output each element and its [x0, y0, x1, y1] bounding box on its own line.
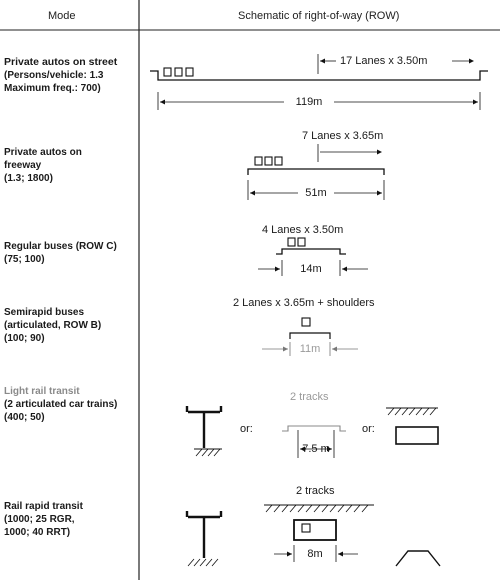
mode-detail: (100; 90): [4, 333, 45, 344]
row4-schematic: [262, 317, 358, 356]
row1-street-section: [150, 70, 488, 81]
mode-detail: (400; 50): [4, 412, 45, 423]
row1-arrowhead: [469, 58, 474, 64]
row6-cut-section: [395, 550, 441, 567]
row1-arrowhead: [160, 99, 165, 105]
row5-schematic: [185, 406, 439, 458]
row3-width-label: 14m: [300, 263, 322, 275]
row6-schematic: [185, 504, 441, 567]
row1-vehicle: [174, 67, 183, 77]
row6-tracks-label: 2 tracks: [296, 485, 335, 497]
row6-arrowhead: [287, 551, 292, 557]
row4-bus: [301, 317, 311, 327]
row6-train: [301, 523, 311, 533]
row5-or-label-2: or:: [362, 423, 375, 435]
row1-width-label: 119m: [295, 96, 323, 108]
mode-label-light-rail: Light rail transit (2 articulated car tr…: [4, 385, 136, 424]
row1-vehicle: [163, 67, 172, 77]
mode-detail: (1.3; 1800): [4, 173, 53, 184]
row2-width-label: 51m: [305, 187, 327, 199]
row3-lanes-label: 4 Lanes x 3.50m: [262, 224, 344, 236]
mode-name: Rail rapid transit: [4, 501, 83, 512]
mode-name: Private autos on: [4, 147, 82, 158]
mode-name: freeway: [4, 160, 42, 171]
row3-arrowhead: [275, 266, 280, 272]
schematic-column-header: Schematic of right-of-way (ROW): [238, 10, 400, 22]
row3-bus: [297, 237, 306, 247]
row3-arrowhead: [342, 266, 347, 272]
mode-label-rail-rapid: Rail rapid transit (1000; 25 RGR, 1000; …: [4, 500, 136, 539]
row2-arrowhead: [250, 190, 255, 196]
row6-width-label: 8m: [307, 548, 323, 560]
row6-surface-hatch: [265, 504, 369, 513]
row1-arrowhead: [473, 99, 478, 105]
row2-freeway-section: [247, 168, 385, 175]
mode-name: Semirapid buses: [4, 307, 85, 318]
mode-label-private-autos-street: Private autos on street (Persons/vehicle…: [4, 56, 136, 95]
mode-detail: (articulated, ROW B): [4, 320, 102, 331]
mode-detail: (2 articulated car trains): [4, 399, 118, 410]
mode-detail: (Persons/vehicle: 1.3: [4, 70, 104, 81]
row5-ground-hatch: [195, 448, 221, 457]
mode-name: Regular buses (ROW C): [4, 241, 117, 252]
row6-elevated-structure: [185, 511, 223, 558]
row2-schematic: [247, 144, 385, 200]
row5-or-label-1: or:: [240, 423, 253, 435]
row6-arrowhead: [338, 551, 343, 557]
row5-arrowhead: [327, 446, 332, 452]
mode-label-regular-buses: Regular buses (ROW C) (75; 100): [4, 240, 136, 266]
row2-vehicle: [264, 156, 273, 166]
row4-arrowhead: [283, 346, 288, 352]
mode-detail: 1000; 40 RRT): [4, 527, 71, 538]
row6-ground-hatch: [187, 558, 219, 567]
row1-lanes-label: 17 Lanes x 3.50m: [340, 55, 428, 67]
row4-width-label: 11m: [299, 343, 321, 355]
mode-detail: Maximum freq.: 700): [4, 83, 101, 94]
mode-name: Light rail transit: [4, 386, 80, 397]
row1-schematic: [150, 54, 488, 110]
row3-bus: [287, 237, 296, 247]
row4-arrowhead: [332, 346, 337, 352]
row3-schematic: [258, 237, 368, 276]
row3-bus-section: [276, 248, 346, 255]
row2-arrowhead: [377, 149, 382, 155]
row1-vehicle: [185, 67, 194, 77]
row2-lanes-label: 7 Lanes x 3.65m: [302, 130, 384, 142]
row2-vehicle: [254, 156, 263, 166]
row5-tracks-label: 2 tracks: [290, 391, 329, 403]
mode-detail: (1000; 25 RGR,: [4, 514, 75, 525]
mode-column-header: Mode: [48, 10, 76, 22]
row5-at-grade-track: [282, 425, 346, 432]
mode-name: Private autos on street: [4, 56, 118, 68]
row6-tunnel-box: [293, 519, 337, 541]
mode-label-semirapid-buses: Semirapid buses (articulated, ROW B) (10…: [4, 306, 136, 345]
row5-ground-hatch: [387, 407, 437, 416]
row5-arrowhead: [300, 446, 305, 452]
mode-label-private-autos-freeway: Private autos on freeway (1.3; 1800): [4, 146, 136, 185]
mode-detail: (75; 100): [4, 254, 45, 265]
row2-arrowhead: [377, 190, 382, 196]
row5-tunnel-box: [395, 426, 439, 445]
row5-elevated-structure: [185, 406, 223, 448]
row5-width-label: 7.5 m: [302, 443, 330, 455]
row1-arrowhead: [320, 58, 325, 64]
row4-lanes-label: 2 Lanes x 3.65m + shoulders: [233, 297, 375, 309]
row2-vehicle: [274, 156, 283, 166]
row4-bus-section: [289, 332, 331, 339]
